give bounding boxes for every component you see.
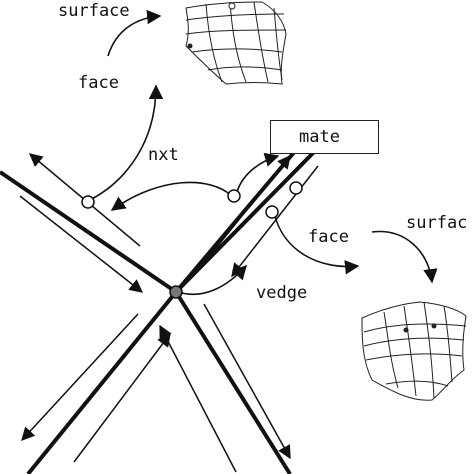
edge-line-lower-left <box>26 290 178 474</box>
halfedge-to-face-arrow <box>89 84 164 201</box>
label-mate: mate <box>299 127 340 147</box>
label-nxt: nxt <box>148 145 179 165</box>
halfedge-to-face-right-arrow <box>273 211 360 275</box>
label-vedge: vedge <box>256 283 307 303</box>
mate-box: mate <box>270 120 379 154</box>
half-edge-arrows <box>19 153 319 473</box>
vertex-point <box>169 285 183 299</box>
face-to-surface-arrow <box>107 9 162 57</box>
half-edge-arrow <box>19 195 144 293</box>
surface-patch-top-icon <box>185 1 287 85</box>
half-edge-arrow <box>73 332 171 463</box>
half-edge-node <box>265 205 279 219</box>
pointer-curves <box>89 9 438 296</box>
label-face-top: face <box>78 73 119 93</box>
half-edge-arrow <box>199 154 291 269</box>
edge-line-upper-right-b <box>174 148 318 294</box>
half-edge-node <box>289 181 303 195</box>
half-edge-node <box>227 189 241 203</box>
vertex-to-vedge-arrow <box>177 264 247 296</box>
half-edge-node <box>81 195 95 209</box>
nxt-arrow <box>110 181 233 211</box>
half-edge-nodes <box>81 181 303 219</box>
label-face-right: face <box>308 227 349 247</box>
edge-line-lower-right <box>174 290 292 474</box>
half-edge-arrow <box>21 313 139 441</box>
surface-patch-right-icon <box>361 301 467 401</box>
label-surface-right: surfac <box>406 213 467 233</box>
half-edge-arrow <box>203 303 291 460</box>
label-surface-top: surface <box>58 1 130 21</box>
edge-lines <box>0 148 318 474</box>
half-edge-arrow <box>231 165 319 278</box>
face-to-surface-right-arrow <box>371 230 438 284</box>
edge-line-upper-left <box>0 170 178 294</box>
half-edge-arrow <box>159 324 237 473</box>
